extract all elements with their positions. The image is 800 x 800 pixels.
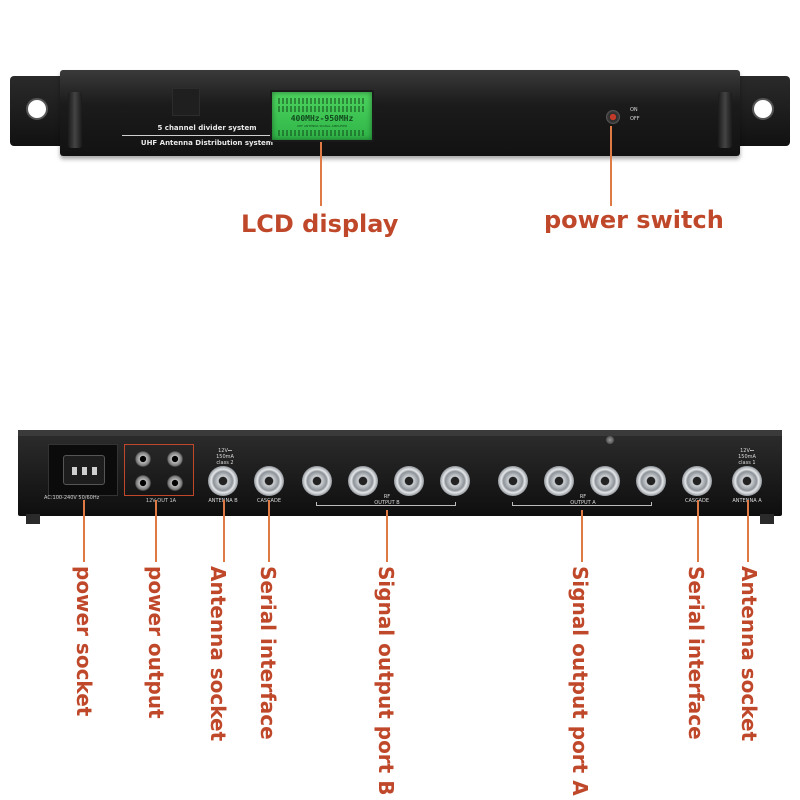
power-switch-button[interactable] — [606, 110, 620, 124]
serial-interface-right-label: Serial interface — [684, 566, 708, 740]
antenna-a-callout-line — [747, 500, 749, 562]
output-b-connector-1[interactable] — [302, 466, 332, 496]
power-socket-label: power socket — [72, 566, 96, 717]
cascade-a-label: CASCADE — [678, 498, 716, 504]
output-b-label: OUTPUT B — [374, 500, 400, 506]
output-a-connector-1[interactable] — [498, 466, 528, 496]
dc-jack-4[interactable] — [167, 475, 183, 491]
iec-pin — [92, 467, 97, 475]
rf-a-label: RF — [579, 494, 587, 500]
iec-pin — [72, 467, 77, 475]
antenna-a-label: ANTENNA A — [732, 498, 762, 504]
signal-output-a-label: Signal output port A — [568, 566, 592, 796]
mount-hole — [752, 98, 774, 120]
power-socket-callout-line — [83, 500, 85, 562]
handle-right — [718, 92, 732, 148]
output-a-callout-line — [581, 510, 583, 562]
rear-top-rail — [18, 430, 782, 436]
power-output-group — [124, 444, 194, 496]
rear-foot — [26, 514, 40, 524]
device-title: 5 channel divider system UHF Antenna Dis… — [122, 124, 292, 147]
screw-icon — [606, 436, 614, 444]
ir-window — [172, 88, 200, 116]
cascade-b-callout-line — [268, 500, 270, 562]
cascade-b-connector[interactable] — [254, 466, 284, 496]
switch-off-label: OFF — [630, 116, 640, 122]
lcd-callout-line — [320, 142, 322, 206]
iec-pin — [82, 467, 87, 475]
dc-jack-1[interactable] — [135, 451, 151, 467]
signal-output-b-label: Signal output port B — [374, 566, 398, 796]
lcd-frequency-text: 400MHz-950MHz — [290, 114, 354, 123]
switch-legend: ON OFF — [630, 106, 640, 124]
lcd-bar-row — [278, 106, 366, 112]
antenna-socket-right-label: Antenna socket — [737, 566, 761, 742]
device-title-line2: UHF Antenna Distribution system — [140, 139, 274, 147]
rear-foot — [760, 514, 774, 524]
front-chassis: 5 channel divider system UHF Antenna Dis… — [60, 70, 740, 156]
handle-left — [68, 92, 82, 148]
rf-b-label: RF — [383, 494, 391, 500]
output-b-connector-3[interactable] — [394, 466, 424, 496]
output-b-bracket — [316, 502, 456, 506]
output-b-connector-4[interactable] — [440, 466, 470, 496]
dc-jack-3[interactable] — [135, 475, 151, 491]
power-switch-label: power switch — [544, 206, 724, 234]
iec-plug — [63, 455, 105, 485]
antenna-b-label: ANTENNA B — [208, 498, 238, 504]
device-title-line1: 5 channel divider system — [122, 124, 292, 136]
power-output-callout-line — [155, 500, 157, 562]
output-a-label: OUTPUT A — [570, 500, 596, 506]
power-output-label-callout: power output — [144, 566, 168, 719]
lcd-display: 400MHz-950MHz UHF ANTENNA SIGNAL AMPLIFI… — [270, 90, 374, 142]
front-panel: 5 channel divider system UHF Antenna Dis… — [10, 70, 790, 158]
cascade-a-callout-line — [697, 500, 699, 562]
output-a-connector-3[interactable] — [590, 466, 620, 496]
power-output-label: 12V OUT 1A — [145, 498, 177, 504]
output-b-callout-line — [386, 510, 388, 562]
mount-hole — [26, 98, 48, 120]
lcd-subtext: UHF ANTENNA SIGNAL AMPLIFIER — [296, 124, 348, 128]
lcd-display-label: LCD display — [241, 210, 399, 238]
output-b-connector-2[interactable] — [348, 466, 378, 496]
cascade-a-connector[interactable] — [682, 466, 712, 496]
lcd-bar-row — [278, 98, 366, 104]
antenna-socket-left-label: Antenna socket — [206, 566, 230, 742]
output-a-connector-4[interactable] — [636, 466, 666, 496]
output-a-connector-2[interactable] — [544, 466, 574, 496]
power-socket[interactable] — [48, 444, 118, 496]
lcd-bar-row — [278, 130, 366, 136]
switch-on-label: ON — [630, 107, 638, 113]
antenna-b-connector[interactable] — [208, 466, 238, 496]
power-switch-callout-line — [610, 126, 612, 206]
antenna-b-spec: 12V⎓ 150mA class 2 — [216, 448, 234, 466]
antenna-a-connector[interactable] — [732, 466, 762, 496]
rack-ear-right — [732, 76, 790, 146]
output-a-bracket — [512, 502, 652, 506]
ac-rating-label: AC:100-240V 50/60Hz — [44, 495, 100, 501]
antenna-a-spec: 12V⎓ 150mA class 1 — [738, 448, 756, 466]
rack-ear-left — [10, 76, 68, 146]
antenna-b-callout-line — [223, 500, 225, 562]
rear-panel: AC:100-240V 50/60Hz 12V OUT 1A 12V⎓ 150m… — [18, 430, 782, 524]
serial-interface-left-label: Serial interface — [256, 566, 280, 740]
dc-jack-2[interactable] — [167, 451, 183, 467]
